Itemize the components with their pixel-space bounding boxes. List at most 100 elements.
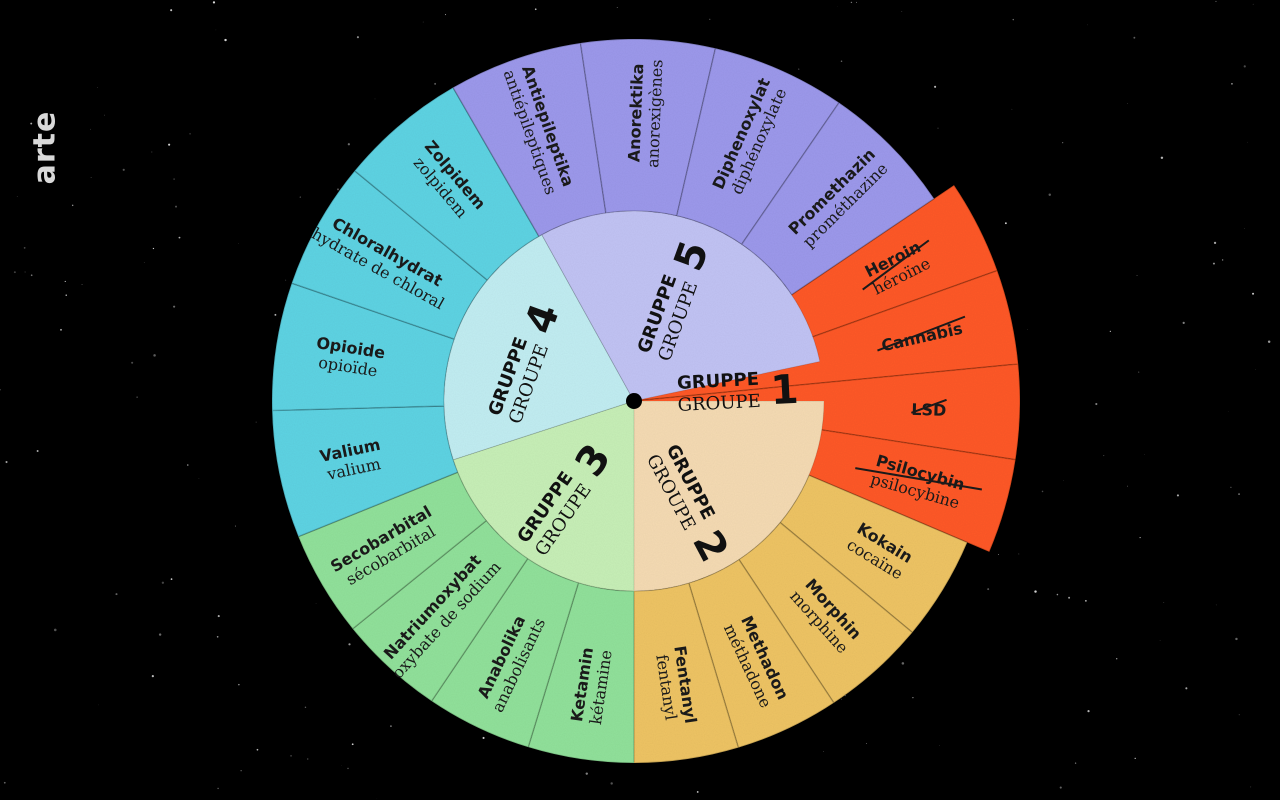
star [198, 478, 200, 479]
star [307, 758, 309, 760]
star [234, 525, 236, 527]
outer-ring [271, 38, 1021, 764]
star [434, 82, 437, 85]
star [374, 98, 376, 100]
star [912, 697, 914, 699]
star [98, 704, 100, 706]
star [131, 361, 134, 364]
group-label-de: GRUPPE [677, 369, 760, 394]
center-dot [626, 393, 642, 409]
star [1212, 262, 1215, 265]
star [336, 188, 340, 191]
star [1250, 786, 1252, 788]
star [987, 588, 990, 591]
star [152, 247, 155, 250]
star [1095, 402, 1098, 406]
star [351, 743, 354, 746]
star [1215, 0, 1217, 3]
star [173, 305, 176, 308]
star [168, 143, 171, 146]
star [1252, 292, 1255, 295]
group-hub-segment [443, 234, 635, 461]
strike-through [877, 315, 966, 352]
star [97, 87, 98, 89]
star [30, 274, 33, 277]
star [1012, 18, 1014, 21]
substance-label: Anorektikaanorexigènes [624, 58, 666, 168]
inner-ring [443, 210, 825, 592]
star [1018, 553, 1020, 555]
star [1127, 485, 1128, 487]
star [1267, 340, 1271, 343]
star [290, 755, 292, 757]
star [1221, 259, 1224, 261]
star [482, 736, 485, 739]
substance-name-de: Anorektika [624, 63, 647, 162]
star [299, 196, 301, 198]
star [1238, 493, 1240, 495]
star [216, 635, 219, 638]
group-hub-segment [541, 210, 821, 402]
star [161, 581, 165, 584]
star [1103, 455, 1105, 457]
star [30, 122, 33, 125]
strike-through [911, 398, 947, 414]
star [823, 751, 824, 752]
star [215, 29, 217, 31]
star [16, 195, 18, 197]
star [1134, 757, 1136, 760]
star [1231, 83, 1233, 85]
substance-name-fr: anorexigènes [643, 59, 666, 168]
star [189, 133, 191, 135]
star [934, 85, 937, 88]
star [81, 284, 83, 285]
star [122, 168, 125, 171]
star [274, 313, 277, 316]
star [1011, 108, 1013, 110]
group-hub-segment [633, 400, 825, 592]
star [901, 11, 903, 13]
star [5, 460, 8, 464]
star [104, 114, 105, 116]
star [1243, 65, 1246, 68]
star [186, 464, 189, 466]
star [53, 628, 57, 632]
star [256, 748, 259, 751]
star [64, 280, 66, 283]
star [1027, 329, 1028, 330]
star [170, 9, 173, 12]
star [217, 787, 219, 790]
star [315, 603, 317, 604]
substance-name-de: LSD [911, 400, 947, 420]
star [840, 60, 843, 63]
star [1074, 762, 1077, 764]
star [3, 781, 6, 784]
star [866, 743, 867, 744]
star [1163, 602, 1165, 603]
star [696, 791, 699, 793]
star [1133, 36, 1136, 39]
star [36, 450, 39, 452]
star [1062, 142, 1064, 144]
star [285, 279, 287, 281]
star [1185, 687, 1188, 690]
star [610, 782, 613, 785]
star [356, 36, 359, 39]
star [1247, 141, 1248, 143]
star [173, 178, 175, 180]
star [158, 633, 162, 636]
star [616, 7, 618, 8]
star [1041, 490, 1044, 493]
star [1048, 193, 1052, 196]
star [1160, 156, 1164, 160]
star [1235, 637, 1238, 641]
substance-label: LSD [911, 400, 947, 420]
star [534, 8, 537, 11]
star [151, 675, 154, 678]
star [998, 554, 999, 555]
star [1034, 590, 1037, 593]
star [1238, 714, 1240, 716]
star [1182, 321, 1185, 324]
star [1244, 228, 1245, 229]
star [240, 770, 242, 772]
